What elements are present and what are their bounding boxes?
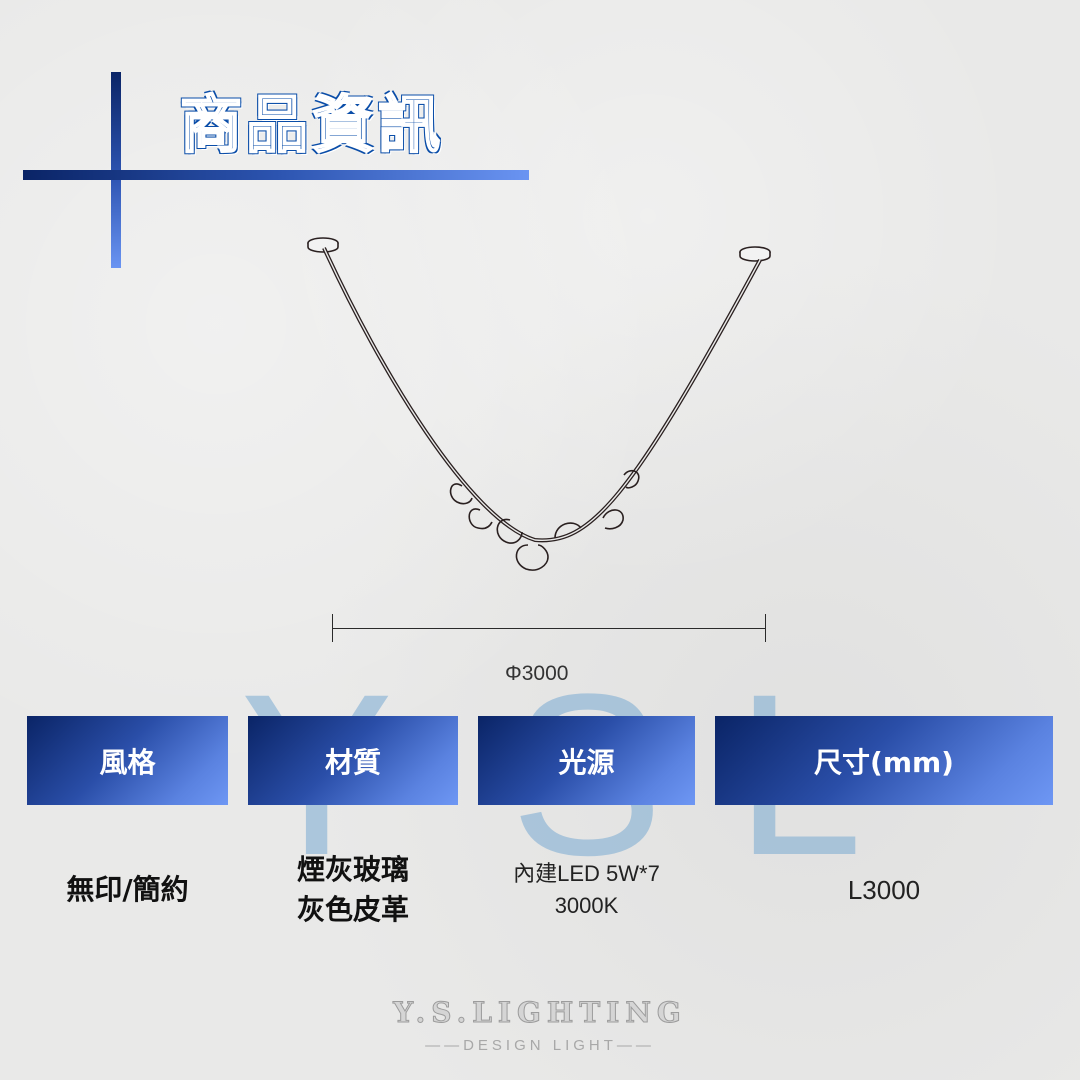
spec-value-line: 無印/簡約	[66, 873, 189, 906]
spec-header-style: 風格	[27, 716, 228, 805]
pendant-lamp-drawing-icon	[307, 237, 771, 571]
spec-header-light-source: 光源	[478, 716, 695, 805]
spec-value-line: 3000K	[554, 893, 619, 918]
spec-value-style: 無印/簡約	[27, 870, 228, 910]
spec-header-label: 材質	[324, 745, 381, 779]
decorative-horizontal-line	[23, 170, 529, 180]
dimension-tick-right	[765, 614, 766, 642]
brand-logo-text: Y.S.LIGHTING	[393, 996, 687, 1030]
spec-value-material: 煙灰玻璃 灰色皮革	[248, 850, 458, 930]
spec-header-label: 尺寸(mm)	[814, 745, 954, 779]
brand-tagline: ——DESIGN LIGHT——	[425, 1037, 655, 1054]
dimension-tick-left	[332, 614, 333, 642]
dimension-line	[332, 628, 765, 629]
spec-value-light-source: 內建LED 5W*7 3000K	[478, 858, 695, 922]
dimension-label: Φ3000	[505, 662, 569, 685]
page-title: 商品資訊	[179, 87, 445, 162]
spec-value-line: L3000	[847, 875, 921, 905]
spec-header-size: 尺寸(mm)	[715, 716, 1053, 805]
spec-value-line: 灰色皮革	[296, 893, 409, 926]
spec-value-line: 煙灰玻璃	[296, 853, 409, 886]
spec-header-label: 風格	[99, 745, 156, 779]
spec-value-size: L3000	[715, 874, 1053, 906]
spec-header-label: 光源	[558, 745, 615, 779]
spec-value-line: 內建LED 5W*7	[513, 861, 660, 886]
spec-header-material: 材質	[248, 716, 458, 805]
